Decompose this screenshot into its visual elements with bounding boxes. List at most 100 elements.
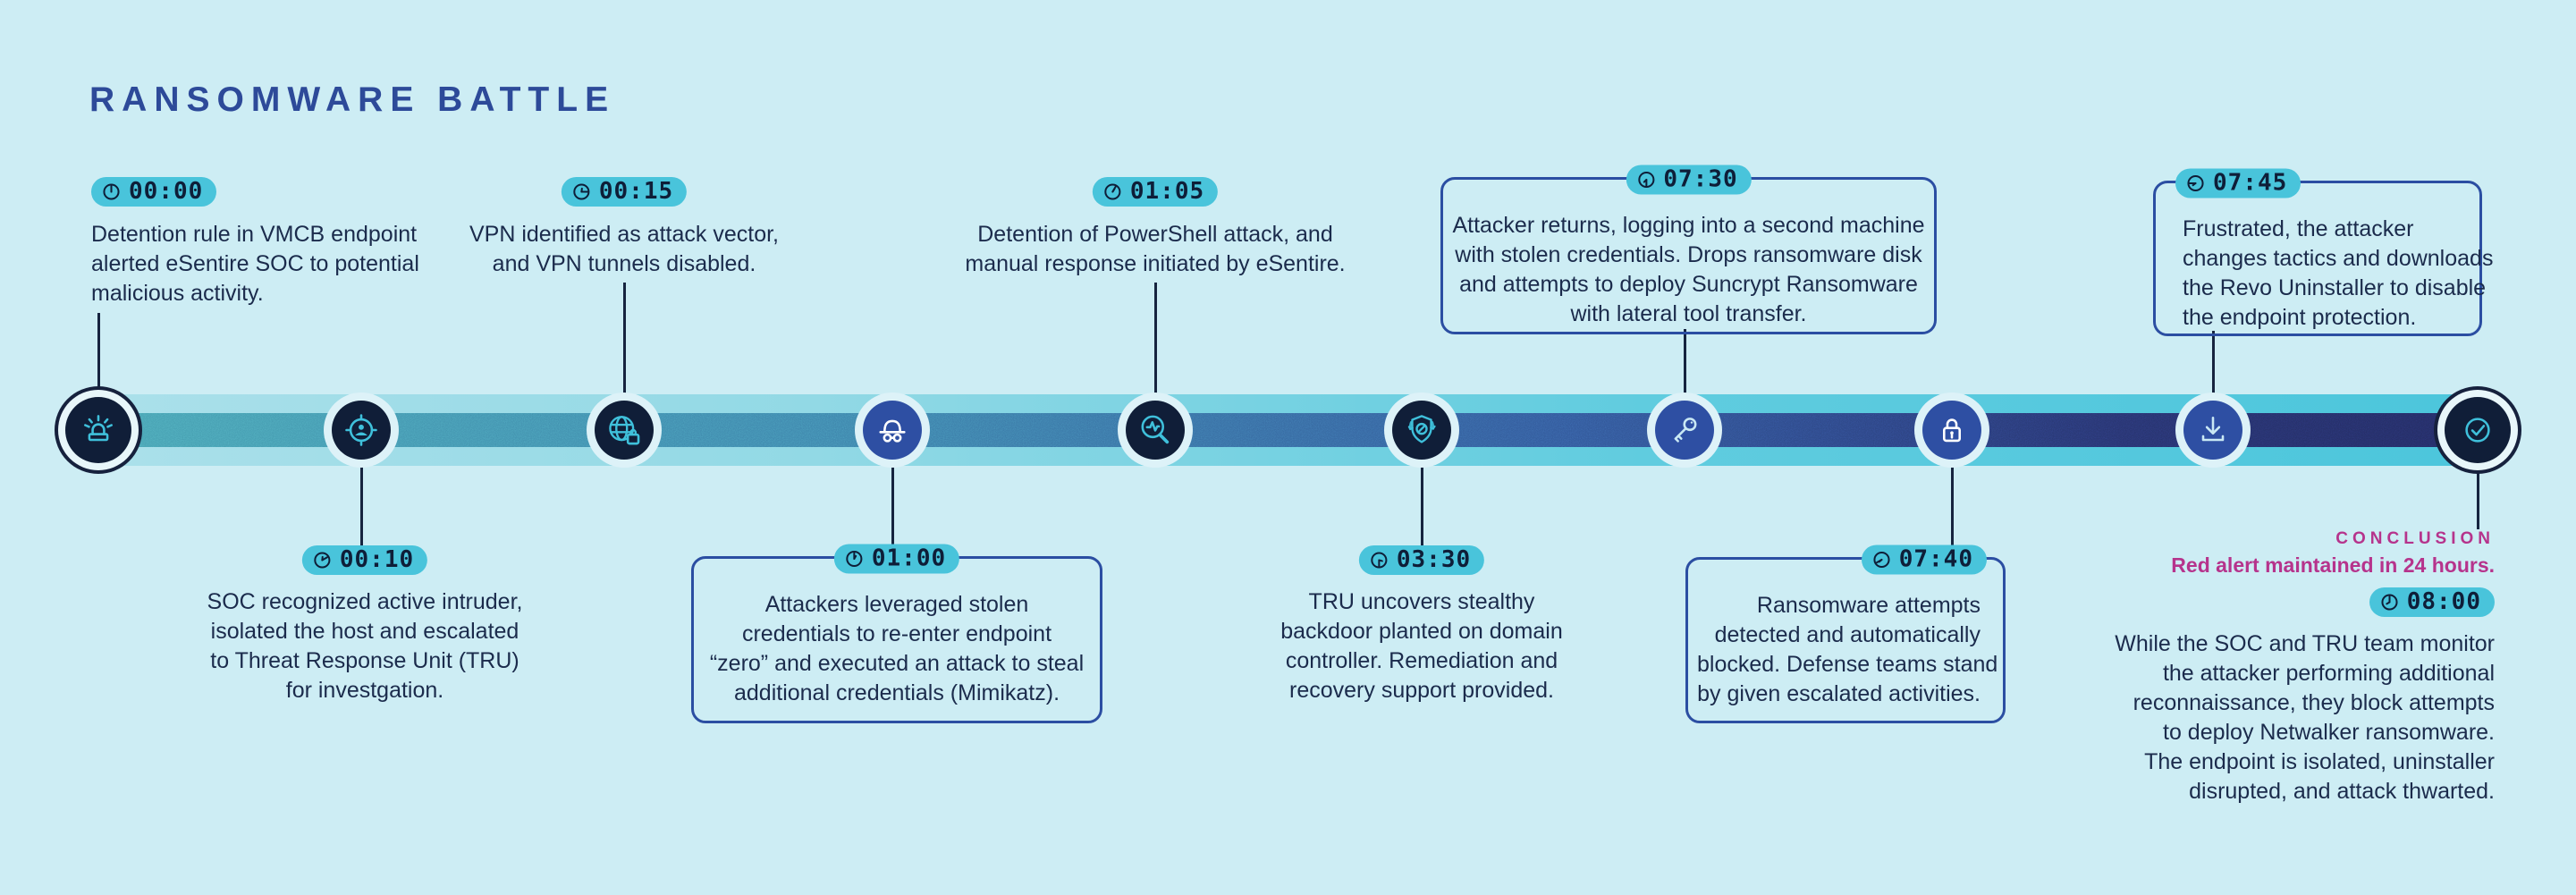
- text-line: manual response initiated by eSentire.: [965, 251, 1346, 276]
- threat-search-icon: [1141, 415, 1170, 444]
- connector-01-00: [891, 466, 894, 558]
- event-text-08-00: While the SOC and TRU team monitor the a…: [2115, 629, 2495, 806]
- connector-03-30: [1420, 466, 1423, 547]
- clock-icon: [1371, 552, 1388, 569]
- text-line: with stolen credentials. Drops ransomwar…: [1455, 242, 1922, 267]
- ransomware-lock-icon: [1943, 418, 1961, 443]
- time-badge-00-00: 00:00: [91, 177, 217, 207]
- event-text-03-30: TRU uncovers stealthy backdoor planted o…: [1280, 587, 1563, 705]
- text-line: blocked. Defense teams stand: [1697, 652, 1998, 677]
- text-line: disrupted, and attack thwarted.: [2189, 779, 2495, 804]
- text-line: to Threat Response Unit (TRU): [210, 648, 519, 673]
- text-line: “zero” and executed an attack to steal: [709, 651, 1085, 676]
- text-line: Detention of PowerShell attack, and: [977, 222, 1333, 247]
- clock-icon: [1637, 171, 1654, 189]
- time-badge-03-30: 03:30: [1358, 545, 1485, 575]
- time-label: 00:15: [598, 177, 674, 205]
- text-line: VPN identified as attack vector,: [469, 222, 780, 247]
- event-text-00-10: SOC recognized active intruder, isolated…: [207, 587, 523, 705]
- clock-icon: [573, 183, 590, 200]
- clock-icon: [1873, 551, 1890, 569]
- text-line: with lateral tool transfer.: [1570, 301, 1807, 326]
- page-title: RANSOMWARE BATTLE: [89, 80, 616, 119]
- event-text-07-45: Frustrated, the attacker changes tactics…: [2156, 183, 2493, 333]
- text-line: Attacker returns, logging into a second …: [1452, 213, 1925, 238]
- text-line: Attackers leveraged stolen: [764, 592, 1029, 617]
- siren-alert-icon: [84, 415, 113, 442]
- text-line: additional credentials (Mimikatz).: [733, 680, 1060, 705]
- globe-vpn-lock-icon: [609, 416, 640, 445]
- text-line: and VPN tunnels disabled.: [492, 251, 756, 276]
- clock-icon: [2187, 174, 2204, 192]
- timeline-node-00-10: [332, 401, 391, 460]
- text-line: the attacker performing additional: [2162, 661, 2495, 686]
- text-line: isolated the host and escalated: [210, 619, 519, 644]
- event-text-00-15: VPN identified as attack vector, and VPN…: [469, 220, 779, 279]
- text-line: Detention rule in VMCB endpoint: [91, 222, 418, 247]
- time-label: 07:45: [2213, 169, 2288, 196]
- download-uninstaller-icon: [2201, 416, 2225, 442]
- clock-icon: [314, 552, 331, 569]
- text-line: for investgation.: [285, 678, 444, 703]
- time-label: 08:00: [2406, 587, 2481, 615]
- text-line: the endpoint protection.: [2183, 305, 2417, 330]
- incognito-attacker-icon: [879, 419, 906, 443]
- text-line: the Revo Uninstaller to disable: [2183, 275, 2487, 300]
- connector-07-45: [2211, 331, 2215, 394]
- timeline-node-01-05: [1126, 401, 1185, 460]
- time-label: 00:10: [339, 545, 415, 573]
- timeline-node-07-30: [1655, 401, 1714, 460]
- time-badge-00-15: 00:15: [561, 177, 688, 207]
- timeline-progress-strip: [98, 413, 2478, 447]
- time-badge-07-45: 07:45: [2175, 168, 2302, 198]
- connector-07-30: [1683, 329, 1686, 394]
- clock-icon: [1104, 183, 1121, 200]
- grain-texture: [98, 413, 2478, 447]
- success-check-icon: [2465, 418, 2490, 443]
- timeline-node-03-30: [1392, 401, 1451, 460]
- conclusion-block: CONCLUSION Red alert maintained in 24 ho…: [2115, 529, 2495, 806]
- time-label: 07:40: [1898, 545, 1973, 572]
- text-line: credentials to re-enter endpoint: [741, 621, 1052, 646]
- connector-00-00: [97, 313, 100, 394]
- time-label: 01:05: [1129, 177, 1205, 205]
- event-text-01-05: Detention of PowerShell attack, and manu…: [965, 220, 1345, 279]
- time-badge-07-30: 07:30: [1626, 165, 1752, 195]
- connector-08-00: [2476, 472, 2479, 529]
- text-line: to deploy Netwalker ransomware.: [2163, 720, 2495, 745]
- timeline-node-07-40: [1922, 401, 1981, 460]
- time-label: 01:00: [871, 545, 947, 571]
- text-line: Ransomware attempts: [1756, 593, 1981, 618]
- timeline-node-07-45: [2183, 401, 2242, 460]
- text-line: detected and automatically: [1714, 622, 1981, 647]
- text-line: alerted eSentire SOC to potential: [91, 251, 419, 276]
- credentials-key-icon: [1674, 418, 1697, 443]
- timeline-node-08-00: [2445, 397, 2511, 463]
- text-line: Frustrated, the attacker: [2183, 216, 2414, 241]
- conclusion-label: CONCLUSION: [2335, 529, 2495, 548]
- timeline-node-01-00: [863, 401, 922, 460]
- text-line: While the SOC and TRU team monitor: [2115, 631, 2495, 656]
- text-line: and attempts to deploy Suncrypt Ransomwa…: [1459, 272, 1918, 297]
- connector-01-05: [1153, 283, 1157, 394]
- event-text-01-00: Attackers leveraged stolen credentials t…: [694, 559, 1100, 708]
- event-callout-01-00: 01:00 Attackers leveraged stolen credent…: [691, 544, 1102, 723]
- clock-icon: [846, 550, 863, 568]
- connector-00-10: [359, 466, 363, 547]
- text-line: TRU uncovers stealthy: [1308, 589, 1535, 614]
- clock-icon: [2381, 594, 2398, 611]
- time-label: 03:30: [1396, 545, 1472, 573]
- time-badge-00-10: 00:10: [301, 545, 428, 575]
- time-badge-01-00: 01:00: [833, 544, 960, 574]
- time-badge-01-05: 01:05: [1092, 177, 1219, 207]
- text-line: by given escalated activities.: [1697, 681, 1981, 706]
- event-text-07-40: Ransomware attempts detected and automat…: [1688, 560, 2003, 709]
- text-line: backdoor planted on domain: [1280, 619, 1563, 644]
- event-callout-07-40: 07:40 Ransomware attempts detected and a…: [1685, 545, 2006, 723]
- time-badge-08-00: 08:00: [2369, 587, 2495, 617]
- event-callout-07-30: 07:30 Attacker returns, logging into a s…: [1440, 165, 1937, 334]
- time-label: 07:30: [1663, 165, 1738, 192]
- shield-block-icon: [1407, 415, 1436, 443]
- conclusion-subtitle: Red alert maintained in 24 hours.: [2171, 553, 2495, 577]
